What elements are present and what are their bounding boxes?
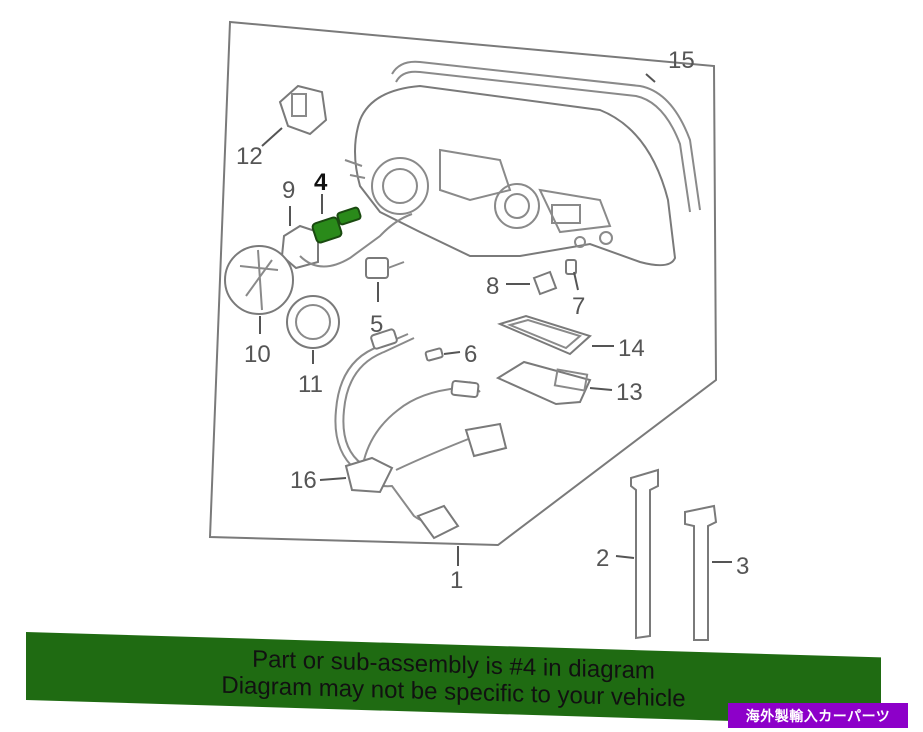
callout-13: 13 <box>616 379 643 406</box>
headlamp-housing <box>344 60 701 267</box>
callout-12: 12 <box>236 143 263 170</box>
part-12-connector <box>278 84 328 136</box>
callout-8: 8 <box>486 273 499 300</box>
part-6-bulb <box>424 347 444 362</box>
callout-1: 1 <box>450 567 463 594</box>
part-8-socket <box>532 270 558 296</box>
callout-14: 14 <box>618 335 645 362</box>
part-5-bulb <box>365 257 405 279</box>
callout-2: 2 <box>596 545 609 572</box>
callout-11: 11 <box>298 371 323 398</box>
callout-10: 10 <box>244 341 271 368</box>
callout-3: 3 <box>736 553 749 580</box>
callout-15: 15 <box>668 47 695 74</box>
leader-lines <box>259 73 732 566</box>
part-13-ballast <box>495 360 592 406</box>
watermark-text: 海外製輸入カーパーツ <box>745 708 891 725</box>
part-16-harness <box>334 328 508 540</box>
callout-4: 4 <box>314 169 328 196</box>
part-7-bulb <box>565 259 577 275</box>
callout-5: 5 <box>370 311 383 338</box>
part-3-bracket <box>684 504 718 641</box>
part-9-socket <box>280 213 413 270</box>
callout-16: 16 <box>290 467 317 494</box>
part-14-gasket <box>497 314 592 356</box>
part-11-cover <box>286 295 340 349</box>
callout-9: 9 <box>282 177 295 204</box>
part-2-bracket <box>630 468 659 640</box>
part-10-cap <box>224 245 294 315</box>
callout-6: 6 <box>464 341 477 368</box>
part-4-bulb-highlighted <box>311 206 362 244</box>
callout-7: 7 <box>572 293 585 320</box>
watermark-badge: 海外製輸入カーパーツ <box>728 703 908 728</box>
